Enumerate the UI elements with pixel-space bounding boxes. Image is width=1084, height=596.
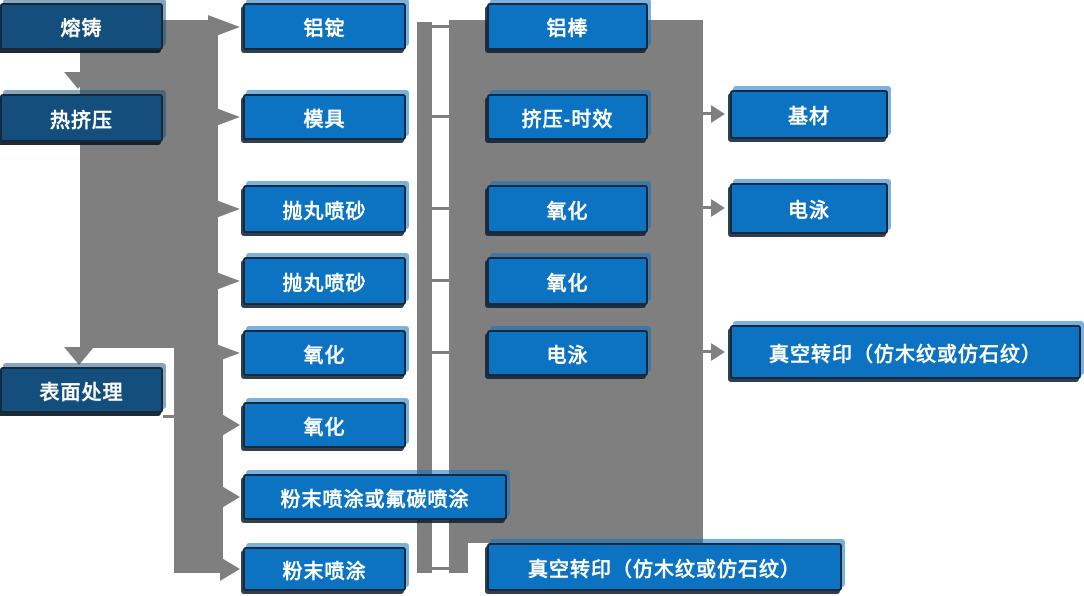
node-powder-coating: 粉末喷涂 bbox=[243, 547, 406, 591]
node-label: 氧化 bbox=[303, 344, 346, 367]
node-hot-extrusion: 热挤压 bbox=[0, 94, 163, 142]
node-label: 铝锭 bbox=[303, 18, 346, 40]
node-label: 抛丸喷砂 bbox=[282, 200, 367, 223]
connector-stub bbox=[432, 351, 449, 354]
arrow-right-icon bbox=[711, 343, 725, 361]
arrow-right-icon bbox=[208, 341, 240, 365]
node-electrophoresis-1: 电泳 bbox=[487, 330, 648, 376]
arrow-right-icon bbox=[208, 105, 240, 129]
arrow-right-icon bbox=[208, 197, 240, 221]
node-label: 模具 bbox=[303, 108, 346, 131]
arrow-right-icon bbox=[220, 485, 240, 509]
connector-stub bbox=[163, 415, 177, 418]
node-label: 粉末喷涂 bbox=[282, 560, 367, 583]
node-label: 粉末喷涂或氟碳喷涂 bbox=[280, 488, 470, 511]
node-label: 基材 bbox=[788, 106, 830, 128]
arrow-right-icon bbox=[220, 557, 240, 581]
arrow-down-icon bbox=[64, 347, 94, 365]
node-label: 抛丸喷砂 bbox=[282, 272, 367, 295]
connector-stub bbox=[432, 279, 449, 282]
node-label: 氧化 bbox=[546, 200, 589, 223]
connector-surface-bus-bar bbox=[174, 348, 223, 573]
node-label: 真空转印（仿木纹或仿石纹） bbox=[769, 343, 1042, 366]
node-label: 氧化 bbox=[303, 416, 346, 439]
node-anodizing-4: 氧化 bbox=[487, 257, 648, 305]
node-label: 氧化 bbox=[546, 272, 589, 295]
node-anodizing-1: 氧化 bbox=[243, 330, 406, 376]
node-surface-treatment: 表面处理 bbox=[0, 367, 163, 413]
connector-stub bbox=[432, 115, 449, 118]
connector-stub bbox=[432, 207, 449, 210]
arrow-right-icon bbox=[208, 15, 240, 39]
connector-bottom-bar bbox=[449, 543, 468, 573]
arrow-right-icon bbox=[220, 413, 240, 437]
connector-stub bbox=[703, 112, 712, 115]
node-label: 电泳 bbox=[546, 344, 589, 367]
arrow-right-icon bbox=[711, 105, 725, 123]
node-label: 表面处理 bbox=[39, 381, 124, 404]
node-label: 挤压-时效 bbox=[521, 108, 614, 131]
arrow-right-icon bbox=[208, 269, 240, 293]
node-label: 真空转印（仿木纹或仿石纹） bbox=[528, 558, 801, 581]
node-label: 熔铸 bbox=[60, 18, 103, 40]
node-mold: 模具 bbox=[243, 94, 406, 140]
connector-stub bbox=[432, 25, 449, 28]
node-shot-blasting-1: 抛丸喷砂 bbox=[243, 185, 406, 233]
node-label: 电泳 bbox=[788, 200, 830, 222]
node-powder-or-fluorocarbon-coating: 粉末喷涂或氟碳喷涂 bbox=[243, 474, 507, 520]
node-shot-blasting-2: 抛丸喷砂 bbox=[243, 257, 406, 305]
node-anodizing-3: 氧化 bbox=[487, 185, 648, 233]
node-melting-casting: 熔铸 bbox=[0, 3, 163, 50]
connector-collector-bar bbox=[417, 22, 432, 573]
connector-stub bbox=[432, 567, 449, 570]
node-label: 铝棒 bbox=[546, 18, 589, 40]
arrow-down-icon bbox=[64, 72, 92, 89]
node-anodizing-2: 氧化 bbox=[243, 402, 406, 448]
node-vacuum-transfer-printing-2: 真空转印（仿木纹或仿石纹） bbox=[730, 325, 1081, 379]
connector-stub bbox=[703, 206, 712, 209]
node-aluminum-rod: 铝棒 bbox=[487, 3, 648, 50]
connector-stub bbox=[703, 350, 712, 353]
node-vacuum-transfer-printing-1: 真空转印（仿木纹或仿石纹） bbox=[487, 543, 842, 591]
arrow-right-icon bbox=[711, 199, 725, 217]
node-electrophoresis-2: 电泳 bbox=[730, 183, 888, 234]
node-aluminum-ingot: 铝锭 bbox=[243, 3, 406, 50]
connector-stage-band bbox=[80, 20, 218, 348]
node-extrusion-aging: 挤压-时效 bbox=[487, 94, 648, 140]
node-substrate: 基材 bbox=[730, 90, 888, 139]
node-label: 热挤压 bbox=[50, 109, 113, 132]
